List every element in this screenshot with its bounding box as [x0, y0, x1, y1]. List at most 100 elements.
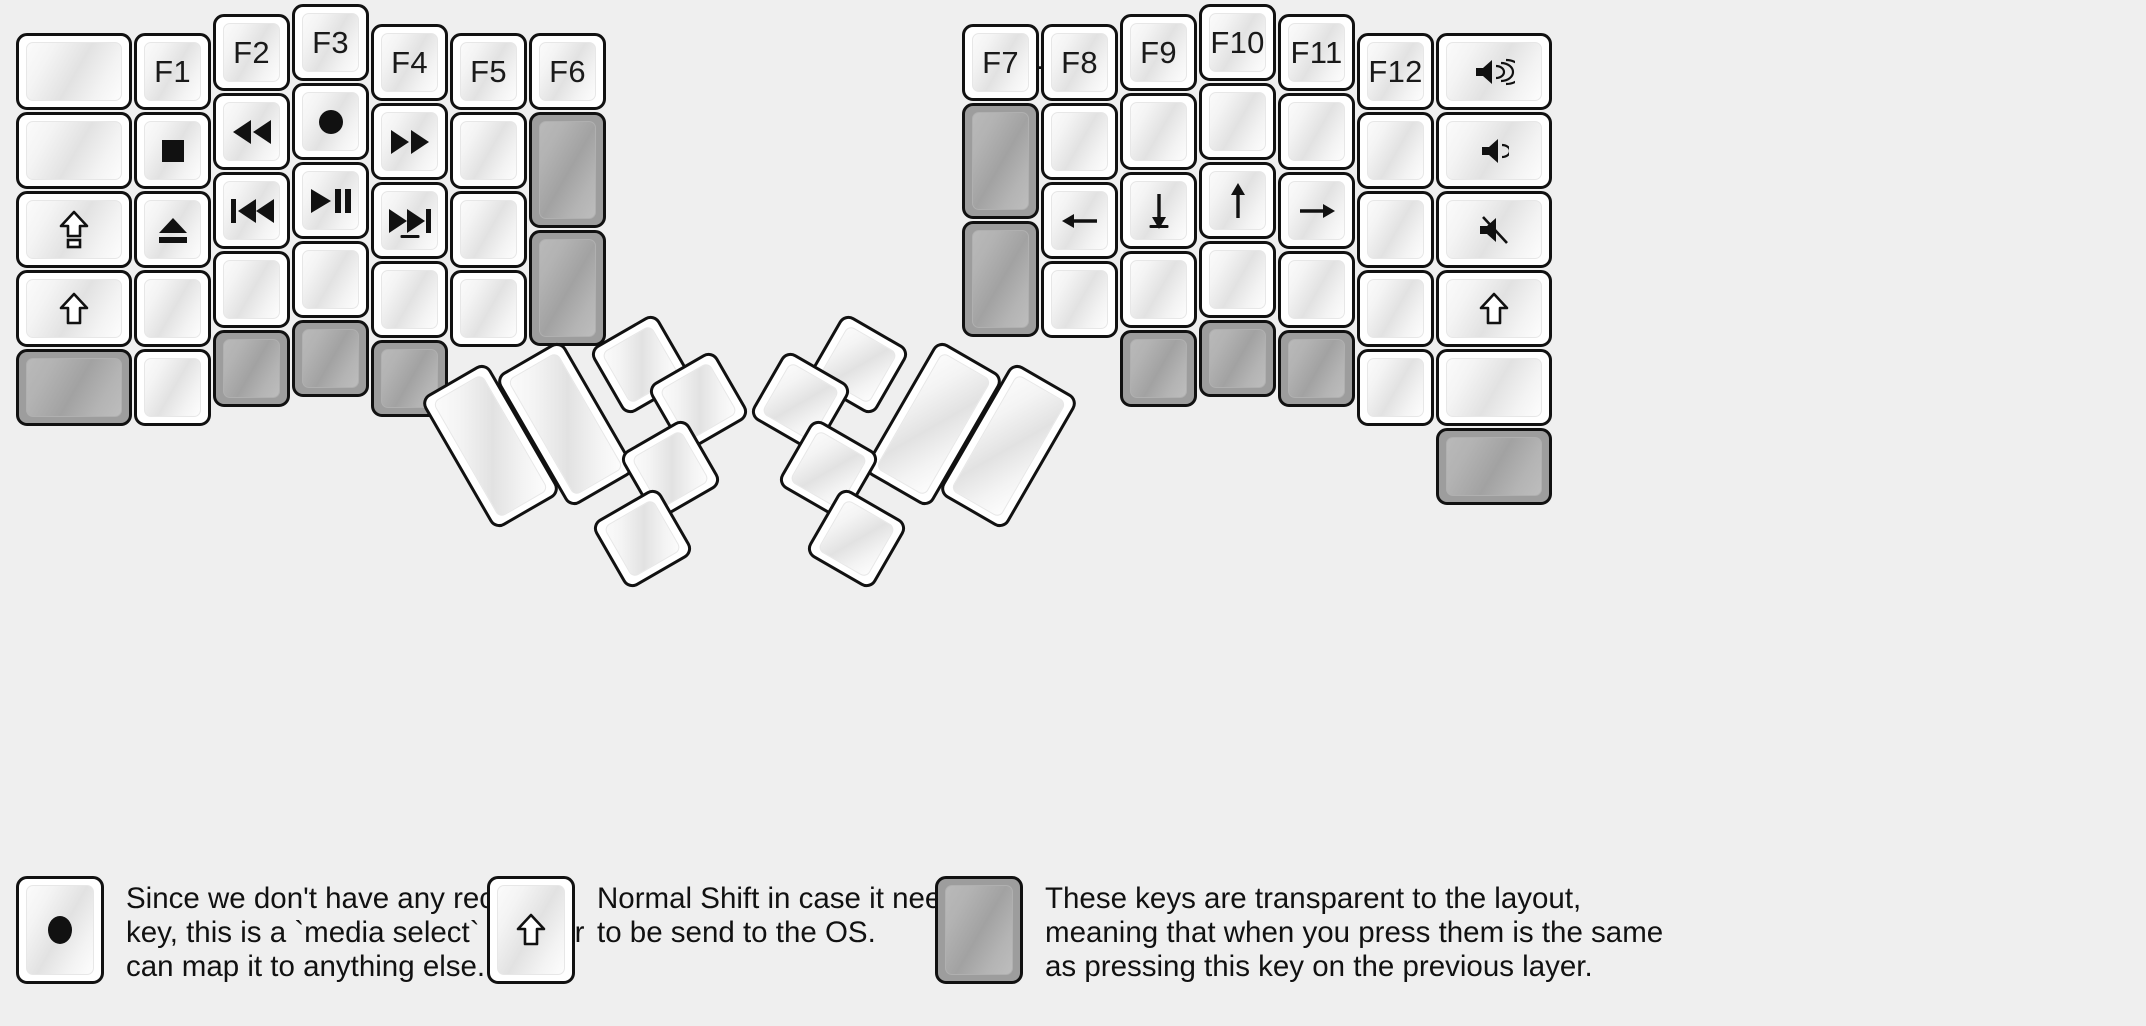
- key-media-rewind[interactable]: [213, 93, 290, 170]
- keycap-surface: [144, 121, 201, 180]
- key-arrow-right[interactable]: [1278, 172, 1355, 249]
- key-right-col-2-2[interactable]: [1041, 103, 1118, 180]
- keycap-surface: [1367, 121, 1424, 180]
- key-shift-arrow[interactable]: [1436, 270, 1552, 347]
- key-left-col-6-2[interactable]: [450, 112, 527, 189]
- key-label: F1: [154, 54, 191, 89]
- key-transparent[interactable]: [16, 349, 132, 426]
- keycap-surface: [497, 885, 565, 975]
- key-left-col-2-5[interactable]: [134, 349, 211, 426]
- key-f10[interactable]: F10: [1199, 4, 1276, 81]
- keycap-surface: [1051, 270, 1108, 329]
- keycap-surface: [26, 279, 122, 338]
- keycap-surface: [144, 279, 201, 338]
- key-volume-down[interactable]: [1436, 112, 1552, 189]
- key-volume-mute[interactable]: [1436, 191, 1552, 268]
- key-media-next[interactable]: [371, 182, 448, 259]
- key-label: F10: [1210, 25, 1265, 60]
- key-transparent[interactable]: [962, 103, 1039, 219]
- key-transparent[interactable]: [1199, 320, 1276, 397]
- key-right-col-6-3[interactable]: [1357, 191, 1434, 268]
- arrow-right-icon: [1297, 198, 1337, 224]
- keycap-surface: [1288, 181, 1345, 240]
- key-right-col-3-2[interactable]: [1120, 93, 1197, 170]
- key-right-col-4-2[interactable]: [1199, 83, 1276, 160]
- key-right-col-5-4[interactable]: [1278, 251, 1355, 328]
- key-left-col-5-4[interactable]: [371, 261, 448, 338]
- keycap-surface: [1288, 260, 1345, 319]
- key-left-col-6-4[interactable]: [450, 270, 527, 347]
- key-transparent[interactable]: [529, 112, 606, 228]
- key-caps-lock-arrow[interactable]: [16, 191, 132, 268]
- key-right-col-7-5[interactable]: [1436, 349, 1552, 426]
- key-media-fastforward[interactable]: [371, 103, 448, 180]
- key-arrow-left[interactable]: [1041, 182, 1118, 259]
- key-media-eject[interactable]: [134, 191, 211, 268]
- key-f7[interactable]: F7: [962, 24, 1039, 101]
- key-media-prev[interactable]: [213, 172, 290, 249]
- key-left-col-6-3[interactable]: [450, 191, 527, 268]
- arrow-up-icon: [1225, 181, 1251, 221]
- keycap-surface: [1051, 112, 1108, 171]
- key-media-stop[interactable]: [134, 112, 211, 189]
- key-label: F3: [312, 25, 349, 60]
- keycap-surface: [302, 171, 359, 230]
- key-volume-up[interactable]: [1436, 33, 1552, 110]
- key-right-col-2-4[interactable]: [1041, 261, 1118, 338]
- key-left-col-1-2[interactable]: [16, 112, 132, 189]
- key-f6[interactable]: F6: [529, 33, 606, 110]
- keycap-surface: [381, 191, 438, 250]
- key-transparent[interactable]: [962, 221, 1039, 337]
- keycap-surface: [603, 498, 682, 579]
- key-right-col-3-4[interactable]: [1120, 251, 1197, 328]
- media-eject-icon: [156, 215, 190, 245]
- keycap-surface: F8: [1051, 33, 1108, 92]
- keycap-surface: [223, 339, 280, 398]
- keycap-surface: [302, 92, 359, 151]
- key-left-col-1-1[interactable]: [16, 33, 132, 110]
- key-right-col-6-4[interactable]: [1357, 270, 1434, 347]
- key-left-col-2-4[interactable]: [134, 270, 211, 347]
- key-left-col-3-4[interactable]: [213, 251, 290, 328]
- key-transparent[interactable]: [529, 230, 606, 346]
- key-label: F5: [470, 54, 507, 89]
- volume-down-icon: [1479, 136, 1509, 166]
- key-right-col-6-5[interactable]: [1357, 349, 1434, 426]
- key-media-playpause[interactable]: [292, 162, 369, 239]
- key-label: F6: [549, 54, 586, 89]
- key-f8[interactable]: F8: [1041, 24, 1118, 101]
- key-f9[interactable]: F9: [1120, 14, 1197, 91]
- keycap-surface: [1209, 171, 1266, 230]
- key-f4[interactable]: F4: [371, 24, 448, 101]
- keycap-surface: [945, 885, 1013, 975]
- key-right-col-5-2[interactable]: [1278, 93, 1355, 170]
- key-f11[interactable]: F11: [1278, 14, 1355, 91]
- key-f5[interactable]: F5: [450, 33, 527, 110]
- key-label: F9: [1140, 35, 1177, 70]
- key-arrow-down[interactable]: [1120, 172, 1197, 249]
- key-transparent[interactable]: [1120, 330, 1197, 407]
- keycap-surface: F10: [1209, 13, 1266, 72]
- key-right-col-6-2[interactable]: [1357, 112, 1434, 189]
- key-media-record[interactable]: [292, 83, 369, 160]
- key-transparent[interactable]: [1436, 428, 1552, 505]
- key-left-col-4-4[interactable]: [292, 241, 369, 318]
- key-label: F8: [1061, 45, 1098, 80]
- key-transparent[interactable]: [213, 330, 290, 407]
- key-f3[interactable]: F3: [292, 4, 369, 81]
- media-next-icon: [387, 207, 433, 235]
- key-shift-arrow[interactable]: [16, 270, 132, 347]
- media-stop-icon: [158, 136, 188, 166]
- legend-key-shift-arrow: [487, 876, 575, 984]
- key-arrow-up[interactable]: [1199, 162, 1276, 239]
- keycap-surface: [1367, 200, 1424, 259]
- keycap-surface: [302, 329, 359, 388]
- keycap-surface: [1288, 339, 1345, 398]
- key-right-col-4-4[interactable]: [1199, 241, 1276, 318]
- key-f1[interactable]: F1: [134, 33, 211, 110]
- key-transparent[interactable]: [292, 320, 369, 397]
- key-f2[interactable]: F2: [213, 14, 290, 91]
- key-transparent[interactable]: [1278, 330, 1355, 407]
- keycap-surface: [1130, 102, 1187, 161]
- key-f12[interactable]: F12: [1357, 33, 1434, 110]
